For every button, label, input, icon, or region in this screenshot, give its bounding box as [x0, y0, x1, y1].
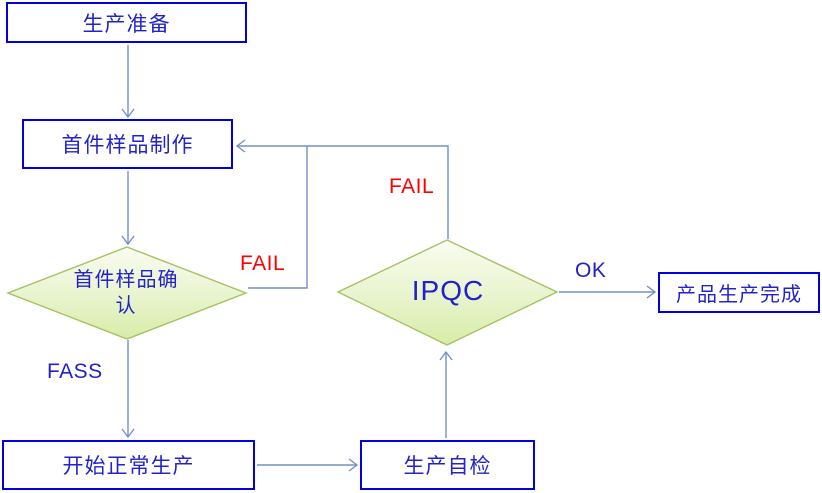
edge-ipqc-fail-loop: [238, 145, 449, 239]
decision-first-confirm-label: 首件样品确认: [73, 267, 179, 317]
node-production-complete: 产品生产完成: [658, 272, 820, 313]
decision-diamond-first-confirm: [6, 246, 248, 340]
decision-diamond-ipqc: [336, 239, 559, 346]
edge-label-ok: OK: [575, 259, 607, 282]
node-first-sample-making: 首件样品制作: [22, 119, 233, 169]
arrowhead-down-2: [121, 235, 135, 246]
arrowhead-down-1: [121, 108, 135, 119]
node-production-self-check: 生产自检: [360, 440, 535, 490]
node-production-self-check-label: 生产自检: [403, 454, 492, 478]
node-start-normal-production: 开始正常生产: [2, 440, 255, 490]
edge-confirm-fail-loop: [248, 146, 308, 289]
node-production-prep: 生产准备: [6, 2, 247, 43]
decision-ipqc-label: IPQC: [411, 275, 485, 306]
edge-label-fass: FASS: [47, 360, 103, 383]
node-production-prep-label: 生产准备: [82, 11, 171, 36]
edge-label-fail-first-confirm: FAIL: [240, 252, 286, 275]
node-first-sample-making-label: 首件样品制作: [61, 133, 194, 157]
node-production-complete-label: 产品生产完成: [676, 282, 802, 306]
arrowhead-up-1: [439, 350, 453, 361]
arrowhead-right-2: [646, 285, 657, 299]
arrowhead-down-3: [121, 428, 135, 439]
edge-label-fail-ipqc: FAIL: [389, 175, 435, 198]
node-start-normal-production-label: 开始正常生产: [62, 454, 195, 478]
arrowhead-left-1: [235, 139, 246, 153]
arrowhead-right-1: [348, 458, 359, 472]
